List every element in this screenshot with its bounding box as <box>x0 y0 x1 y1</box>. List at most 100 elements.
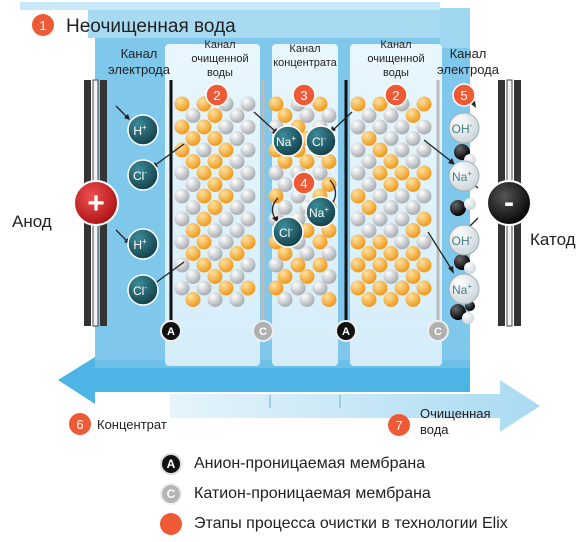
resin-bead <box>321 108 337 123</box>
resin-bead <box>372 165 388 181</box>
svg-text:Cl-: Cl- <box>279 225 293 240</box>
resin-bead <box>240 280 256 296</box>
membrane-badges: A C A C <box>160 320 449 342</box>
resin-bead <box>350 188 366 204</box>
resin-bead <box>372 119 388 135</box>
step-number: 7 <box>395 418 402 433</box>
svg-text:2: 2 <box>392 88 399 103</box>
resin-bead <box>207 223 223 238</box>
resin-bead <box>218 257 234 273</box>
resin-bead <box>394 188 410 204</box>
resin-bead <box>174 234 190 250</box>
clean-water-label-line1: Очищенная <box>420 406 491 421</box>
ion-h-2: H+ <box>127 228 159 260</box>
resin-bead <box>372 211 388 227</box>
resin-bead <box>207 200 223 215</box>
resin-bead <box>383 108 399 123</box>
svg-text:очищенной: очищенной <box>191 53 248 65</box>
resin-bead <box>240 96 256 112</box>
resin-bead <box>416 257 432 273</box>
svg-text:3: 3 <box>300 88 307 103</box>
resin-bead <box>277 154 293 169</box>
resin-bead <box>394 211 410 227</box>
resin-bead <box>350 165 366 181</box>
resin-bead <box>361 200 377 215</box>
ion-symbol: Cl <box>133 169 144 183</box>
resin-bead <box>299 154 315 169</box>
resin-bead <box>277 177 293 192</box>
concentrate-label: Концентрат <box>97 417 167 432</box>
resin-bead <box>240 234 256 250</box>
resin-bead <box>312 165 328 181</box>
legend-steps-text: Этапы процесса очистки в технологии Elix <box>194 515 508 532</box>
ion-symbol: Cl <box>312 135 323 149</box>
resin-bead <box>299 246 315 261</box>
resin-bead <box>321 269 337 284</box>
title-step-1: 1 <box>32 14 54 36</box>
svg-text:H+: H+ <box>133 123 147 138</box>
resin-bead <box>361 292 377 307</box>
resin-bead <box>405 269 421 284</box>
resin-bead <box>229 108 245 123</box>
resin-bead <box>361 223 377 238</box>
resin-bead <box>405 292 421 307</box>
resin-bead <box>372 188 388 204</box>
resin-bead <box>174 119 190 135</box>
svg-text:электрода: электрода <box>437 62 500 77</box>
channel-label-concentrate: Канал концентрата <box>273 43 337 69</box>
resin-bead <box>240 211 256 227</box>
resin-bead <box>174 280 190 296</box>
resin-bead <box>361 108 377 123</box>
resin-bead <box>218 234 234 250</box>
cation-membrane-badge: C <box>252 320 274 342</box>
resin-bead <box>394 119 410 135</box>
resin-bead <box>394 234 410 250</box>
resin-bead <box>372 142 388 158</box>
svg-text:Канал: Канал <box>121 46 158 61</box>
membrane-letter: C <box>434 326 442 338</box>
clean-water-label-line2: вода <box>420 422 449 437</box>
legend-cation-text: Катион-проницаемая мембрана <box>194 485 431 502</box>
resin-bead <box>277 269 293 284</box>
ion-charge: + <box>324 205 329 214</box>
resin-bead <box>174 211 190 227</box>
resin-bead <box>350 280 366 296</box>
resin-bead <box>372 257 388 273</box>
resin-bead <box>174 96 190 112</box>
svg-text:Na+: Na+ <box>452 282 472 297</box>
resin-bead <box>196 257 212 273</box>
resin-bead <box>312 280 328 296</box>
svg-text:концентрата: концентрата <box>273 57 337 69</box>
resin-bead <box>290 257 306 273</box>
membrane-letter: A <box>167 326 175 338</box>
ion-symbol: H <box>133 124 142 138</box>
resin-bead <box>185 223 201 238</box>
ion-symbol: Na <box>309 206 325 220</box>
resin-bead <box>405 246 421 261</box>
resin-bead <box>196 165 212 181</box>
resin-bead <box>268 188 284 204</box>
cation-membrane-badge: C <box>427 320 449 342</box>
resin-bead <box>350 211 366 227</box>
resin-bead <box>174 165 190 181</box>
resin-beads <box>174 96 432 307</box>
ion-cl-1: Cl- <box>127 159 159 191</box>
anode-symbol: + <box>73 180 119 226</box>
resin-bead <box>416 165 432 181</box>
svg-text:Cl-: Cl- <box>133 283 147 298</box>
page-title: Неочищенная вода <box>66 16 236 37</box>
svg-text:Na+: Na+ <box>309 205 329 220</box>
resin-bead <box>312 96 328 112</box>
ion-oh-1: OH- <box>448 112 480 144</box>
svg-text:4: 4 <box>300 176 307 191</box>
ion-cl-2: Cl- <box>127 274 159 306</box>
membrane-letter: A <box>342 326 350 338</box>
cation-marker: C <box>160 483 182 505</box>
step-number: 1 <box>39 18 46 33</box>
step-marker-4: 4 <box>292 171 316 195</box>
channel-label-clean-left: Канал очищенной воды <box>191 39 248 79</box>
ion-symbol: Cl <box>133 284 144 298</box>
resin-bead <box>229 269 245 284</box>
resin-bead <box>174 142 190 158</box>
resin-bead <box>361 177 377 192</box>
